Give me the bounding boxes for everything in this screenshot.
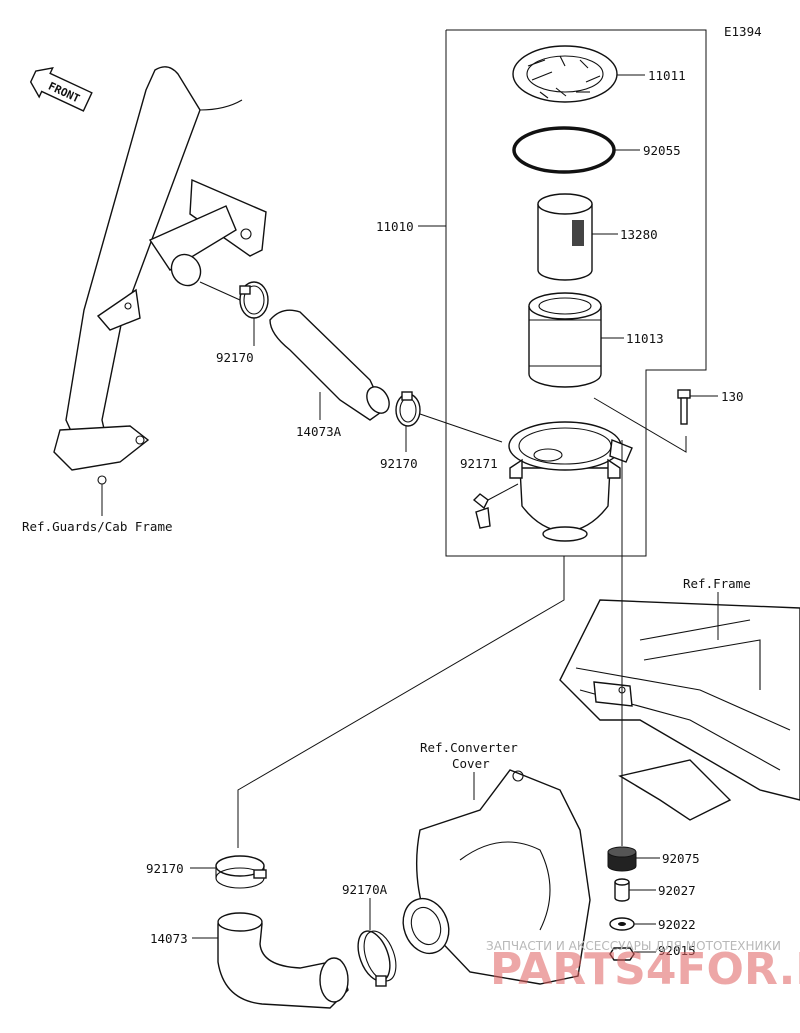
nut-part: [609, 947, 635, 961]
label-92015: 92015: [658, 943, 696, 958]
label-14073: 14073: [150, 931, 188, 946]
label-13280: 13280: [620, 227, 658, 242]
label-11013: 11013: [626, 331, 664, 346]
washer-part: [609, 917, 635, 931]
assembly-box-outline: [445, 29, 707, 557]
o-ring-part: [512, 126, 616, 174]
label-92022: 92022: [658, 917, 696, 932]
collar-part: [614, 878, 630, 902]
ref-converter-line2: Cover: [452, 756, 490, 771]
hose-clamp-part-a: [239, 281, 269, 319]
bolt-part: [677, 389, 691, 425]
bent-hose-part-a: [269, 309, 390, 421]
label-92075: 92075: [662, 851, 700, 866]
label-92170-a: 92170: [216, 350, 254, 365]
filter-element-part: [528, 292, 602, 388]
label-92170A: 92170A: [342, 882, 388, 897]
ref-guards-cab-frame: Ref.Guards/Cab Frame: [22, 519, 173, 534]
watermark-line1: ЗАПЧАСТИ И АКСЕССУАРЫ ДЛЯ МОТОТЕХНИКИ: [486, 939, 781, 953]
ref-frame: Ref.Frame: [683, 576, 751, 591]
label-92027: 92027: [658, 883, 696, 898]
hose-clamp-part-b: [395, 391, 421, 427]
label-11010: 11010: [376, 219, 414, 234]
front-arrow-icon: FRONT: [29, 66, 93, 112]
grommet-part: [607, 846, 637, 872]
label-14073A: 14073A: [296, 424, 342, 439]
clip-part: [472, 493, 491, 529]
pre-filter-sleeve-part: [537, 193, 593, 281]
air-cleaner-case-part: [508, 421, 633, 542]
bent-hose-part-b: [217, 912, 349, 1009]
label-92171: 92171: [460, 456, 498, 471]
vehicle-frame-part: [559, 599, 800, 821]
hose-clamp-part-92170A: [357, 930, 397, 987]
converter-cover-part: [402, 769, 591, 985]
label-92055: 92055: [643, 143, 681, 158]
cover-grille-part: [512, 45, 618, 103]
watermark-line2: PARTS4FOR.RU: [490, 944, 800, 995]
diagram-code: E1394: [724, 24, 762, 39]
ref-converter-line1: Ref.Converter: [420, 740, 518, 755]
hose-clamp-part-c: [215, 855, 267, 889]
cab-frame-tube-part: [53, 66, 267, 485]
label-11011: 11011: [648, 68, 686, 83]
label-92170-c: 92170: [146, 861, 184, 876]
label-92170-b: 92170: [380, 456, 418, 471]
label-130: 130: [721, 389, 744, 404]
